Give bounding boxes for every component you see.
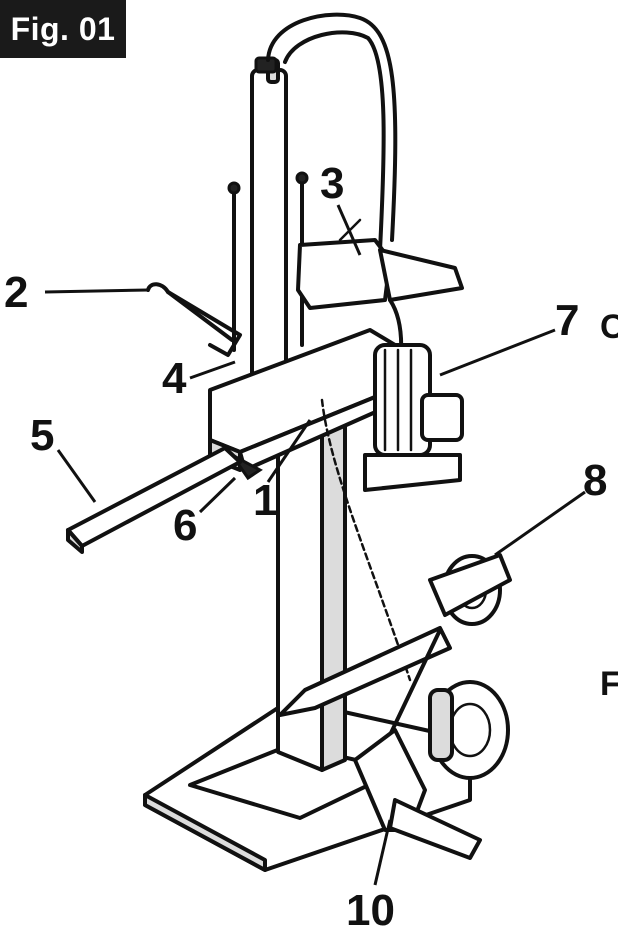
foot-bracket	[353, 728, 482, 860]
callout-2: 2	[4, 268, 28, 317]
figure-badge: Fig. 01	[0, 0, 126, 58]
callout-numbers: 2 3 4 5 6 1 7 8 10	[4, 159, 607, 935]
callout-7: 7	[555, 296, 579, 345]
callout-10: 10	[346, 886, 395, 935]
transport-handle	[278, 626, 452, 737]
cropped-edge-letter-lower: F	[600, 665, 618, 703]
callout-6: 6	[173, 501, 197, 550]
callout-1: 1	[253, 476, 277, 525]
upper-wheel	[428, 553, 512, 626]
control-handle-left	[146, 282, 242, 357]
callout-4: 4	[162, 354, 187, 403]
leader-lines	[44, 204, 586, 886]
callout-8: 8	[583, 456, 607, 505]
guide-rods	[227, 171, 309, 352]
valve-block	[296, 218, 464, 310]
electric-motor	[363, 343, 464, 492]
cropped-edge-letter-upper: C	[600, 308, 618, 346]
lower-wheel	[428, 680, 510, 780]
hydraulic-cylinder	[250, 56, 288, 392]
callout-3: 3	[320, 159, 344, 208]
log-support-arm	[66, 446, 242, 554]
chain	[320, 398, 412, 682]
callout-5: 5	[30, 411, 54, 460]
